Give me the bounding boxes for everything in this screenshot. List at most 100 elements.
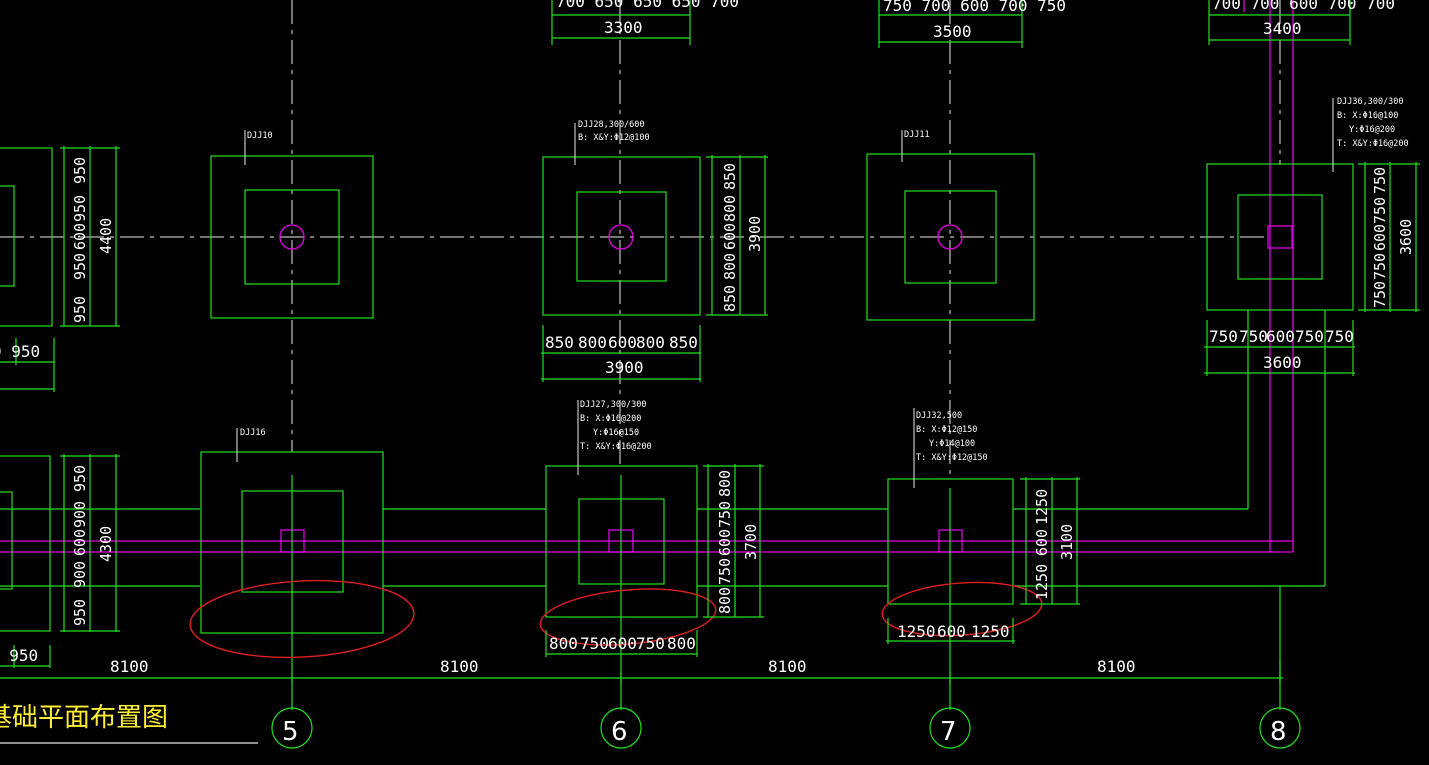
dim-djj36-v-4: 750: [1371, 253, 1389, 280]
dim-djj36-v-3: 600: [1371, 224, 1389, 251]
dim-djj27-h-2: 750: [580, 634, 609, 653]
label-djj10: DJJ10: [247, 131, 273, 141]
dim-djj36-v-1: 750: [1371, 167, 1389, 194]
span-1: 8100: [110, 657, 149, 676]
axis-bubble-6[interactable]: 6: [600, 707, 642, 749]
dim-djj32-v-2: 600: [1033, 529, 1051, 556]
dim-djj36-h-4: 750: [1295, 327, 1324, 346]
dim-djj28-v-2: 800: [721, 195, 739, 222]
dim-djj28-h-1: 850: [545, 333, 574, 352]
dimension-texts-horizontal: 850 800 600 800 850 3900 750 750 600 750…: [0, 327, 1354, 676]
dim-djj27-v-1: 800: [716, 470, 734, 497]
highlight-ellipse-5: [189, 579, 415, 659]
dim-djj28-h-5: 850: [669, 333, 698, 352]
dim-djj36-h-3: 600: [1266, 327, 1295, 346]
highlight-ellipse-6: [539, 588, 717, 646]
label-djj16: DJJ16: [240, 428, 266, 438]
svg-text:6: 6: [611, 717, 628, 747]
rebar-djj27-line3: T: X&Y:Φ16@200: [580, 442, 652, 452]
dim-djj32-h-1: 1250: [897, 622, 936, 641]
grade-beams: [0, 310, 1326, 680]
dim-djj27-h-5: 800: [667, 634, 696, 653]
dim-djj28-v-total: 3900: [746, 216, 764, 252]
span-3: 8100: [768, 657, 807, 676]
axis-bubbles: 5 6 7 8: [271, 707, 1301, 749]
dim-djj36-h-1: 750: [1209, 327, 1238, 346]
dim-left-top-v-3: 600: [71, 223, 89, 250]
dim-djj28-v-1: 850: [721, 163, 739, 190]
dimension-texts-vertical: 950 950 600 950 950 4400 850 800 600 800…: [71, 157, 1415, 626]
dim-djj32-h-2: 600: [937, 622, 966, 641]
label-djj27: DJJ27,300/300: [580, 400, 647, 410]
dim-left-top-h: 0 950: [0, 342, 40, 361]
axis-bubble-8[interactable]: 8: [1259, 707, 1301, 749]
label-djj28: DJJ28,300/600: [578, 120, 645, 130]
dim-c8-total: 3400: [1263, 19, 1302, 38]
dim-left-bottom-v-5: 950: [71, 599, 89, 626]
axis-bubble-7[interactable]: 7: [929, 707, 971, 749]
footing-djj11[interactable]: DJJ11: [866, 130, 1035, 321]
dim-c7-total: 3500: [933, 22, 972, 41]
column-circle-djj10: [279, 224, 305, 250]
dim-left-bottom-v-total: 4300: [97, 526, 115, 562]
dim-djj32-h-3: 1250: [971, 622, 1010, 641]
dim-left-bottom-v-2: 900: [71, 501, 89, 528]
footing-djj28[interactable]: DJJ28,300/600 B: X&Y:Φ12@100: [542, 120, 701, 316]
label-djj11: DJJ11: [904, 130, 930, 140]
rebar-djj27-line1: B: X:Φ16@200: [580, 414, 641, 424]
rebar-djj28-line1: B: X&Y:Φ12@100: [578, 133, 650, 143]
rebar-djj32-line2: Y:Φ14@100: [929, 439, 975, 449]
footing-left-top[interactable]: [0, 147, 53, 327]
dim-left-top-v-1: 950: [71, 157, 89, 184]
drawing-title: 基础平面布置图: [0, 703, 258, 744]
dim-c6-partial: 700 650 650 650 700: [556, 0, 739, 11]
title-text: 基础平面布置图: [0, 703, 168, 733]
dim-left-top-v-total: 4400: [97, 218, 115, 254]
svg-text:8: 8: [1270, 717, 1287, 747]
dim-djj27-h-3: 600: [608, 634, 637, 653]
span-2: 8100: [440, 657, 479, 676]
dim-djj36-h-2: 750: [1239, 327, 1268, 346]
dim-djj27-h-4: 750: [636, 634, 665, 653]
dim-left-bottom-v-1: 950: [71, 465, 89, 492]
dim-djj28-h-3: 600: [608, 333, 637, 352]
dim-djj28-h-4: 800: [636, 333, 665, 352]
column-square-djj36: [1267, 225, 1293, 249]
column-circle-djj28: [608, 224, 634, 250]
axis-bubble-5[interactable]: 5: [271, 707, 313, 749]
dim-left-top-v-2: 950: [71, 195, 89, 222]
dim-c7-partial: 750 700 600 700 750: [883, 0, 1066, 15]
dim-djj28-h-total: 3900: [605, 358, 644, 377]
column-circle-djj11: [937, 224, 963, 250]
dim-djj27-v-total: 3700: [742, 524, 760, 560]
dim-djj27-v-5: 800: [716, 587, 734, 614]
label-djj36: DJJ36,300/300: [1337, 97, 1404, 107]
highlight-marks: [189, 579, 1043, 659]
svg-text:7: 7: [940, 717, 957, 747]
footing-djj10[interactable]: DJJ10: [210, 130, 374, 319]
svg-text:5: 5: [282, 717, 299, 747]
dim-djj36-h-5: 750: [1325, 327, 1354, 346]
dim-left-top-v-5: 950: [71, 296, 89, 323]
dim-left-bottom-h: 0 950: [0, 646, 38, 665]
dim-djj28-v-3: 600: [721, 223, 739, 250]
rebar-djj36-line2: Y:Φ16@200: [1349, 125, 1395, 135]
dimension-lines: [0, 0, 1420, 684]
dim-djj28-v-5: 850: [721, 285, 739, 312]
rebar-djj36-line3: T: X&Y:Φ16@200: [1337, 139, 1409, 149]
dim-djj32-v-3: 1250: [1033, 564, 1051, 600]
dim-c6-total: 3300: [604, 18, 643, 37]
dim-djj32-v-1: 1250: [1033, 489, 1051, 525]
footing-left-bottom[interactable]: [0, 455, 51, 632]
dim-left-bottom-v-3: 600: [71, 529, 89, 556]
rebar-djj32-line1: B: X:Φ12@150: [916, 425, 977, 435]
label-djj32: DJJ32,500: [916, 411, 962, 421]
dim-djj27-h-1: 800: [549, 634, 578, 653]
footing-djj36[interactable]: DJJ36,300/300 B: X:Φ16@100 Y:Φ16@200 T: …: [1206, 97, 1409, 311]
top-dimension-texts: 700 650 650 650 700 3300 750 700 600 700…: [556, 0, 1395, 41]
rebar-djj36-line1: B: X:Φ16@100: [1337, 111, 1398, 121]
dim-djj36-v-5: 750: [1371, 281, 1389, 308]
axis-centerlines: [0, 0, 1281, 480]
dim-djj28-v-4: 800: [721, 253, 739, 280]
